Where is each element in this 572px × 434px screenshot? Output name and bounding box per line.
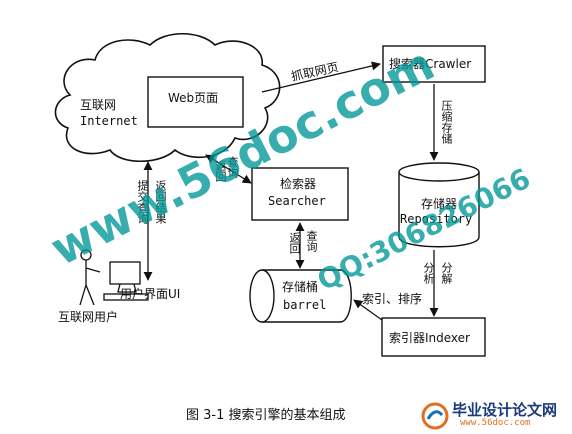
edge-label-return-1: 返回 bbox=[214, 160, 227, 182]
internet-label-en: Internet bbox=[80, 114, 138, 128]
edge-label-barrel-query: 查询 bbox=[305, 230, 318, 252]
barrel-cylinder bbox=[249, 269, 352, 323]
edge-label-return-results: 返回结果 bbox=[154, 180, 167, 224]
repository-label-cn: 存储器 bbox=[421, 197, 458, 211]
edge-query-return bbox=[205, 154, 252, 184]
edge-label-compress-store: 压缩存储 bbox=[440, 100, 453, 144]
indexer-label: 索引器Indexer bbox=[389, 331, 470, 345]
searcher-label-cn: 检索器 bbox=[280, 177, 317, 191]
edge-label-index-sort: 索引、排序 bbox=[362, 292, 423, 306]
edge-label-decompose: 分解 bbox=[440, 262, 453, 284]
searcher-box bbox=[251, 167, 349, 221]
repository-cylinder bbox=[398, 162, 480, 248]
indexer-box bbox=[381, 317, 486, 357]
figure-caption: 图 3-1 搜索引擎的基本组成 bbox=[186, 408, 346, 423]
barrel-label-en: barrel bbox=[283, 298, 327, 312]
site-logo: 毕业设计论文网 www.56doc.com bbox=[420, 399, 570, 433]
edge-indexer-barrel bbox=[353, 299, 383, 321]
crawler-label: 搜索器Crawler bbox=[389, 57, 472, 71]
logo-emblem-icon bbox=[421, 402, 449, 430]
edge-fetch-pages bbox=[261, 61, 381, 93]
web-page-box bbox=[147, 76, 244, 128]
searcher-label-en: Searcher bbox=[268, 194, 326, 208]
internet-label-cn: 互联网 bbox=[80, 98, 117, 112]
repository-label-en: Repository bbox=[400, 212, 473, 226]
crawler-box bbox=[382, 45, 486, 83]
ui-label: 用户界面UI bbox=[120, 287, 181, 301]
barrel-label-cn: 存储桶 bbox=[282, 280, 319, 294]
edge-label-barrel-return: 返回 bbox=[288, 232, 301, 254]
logo-text: 毕业设计论文网 bbox=[452, 401, 558, 419]
logo-url: www.56doc.com bbox=[460, 418, 531, 428]
web-page-label: Web页面 bbox=[168, 91, 219, 105]
user-figure bbox=[79, 249, 149, 306]
edge-label-query-1: 查询 bbox=[226, 156, 239, 178]
edge-label-analyze: 分析 bbox=[422, 262, 435, 284]
user-label: 互联网用户 bbox=[58, 310, 119, 324]
edge-label-submit-query: 提交查询 bbox=[136, 180, 149, 224]
